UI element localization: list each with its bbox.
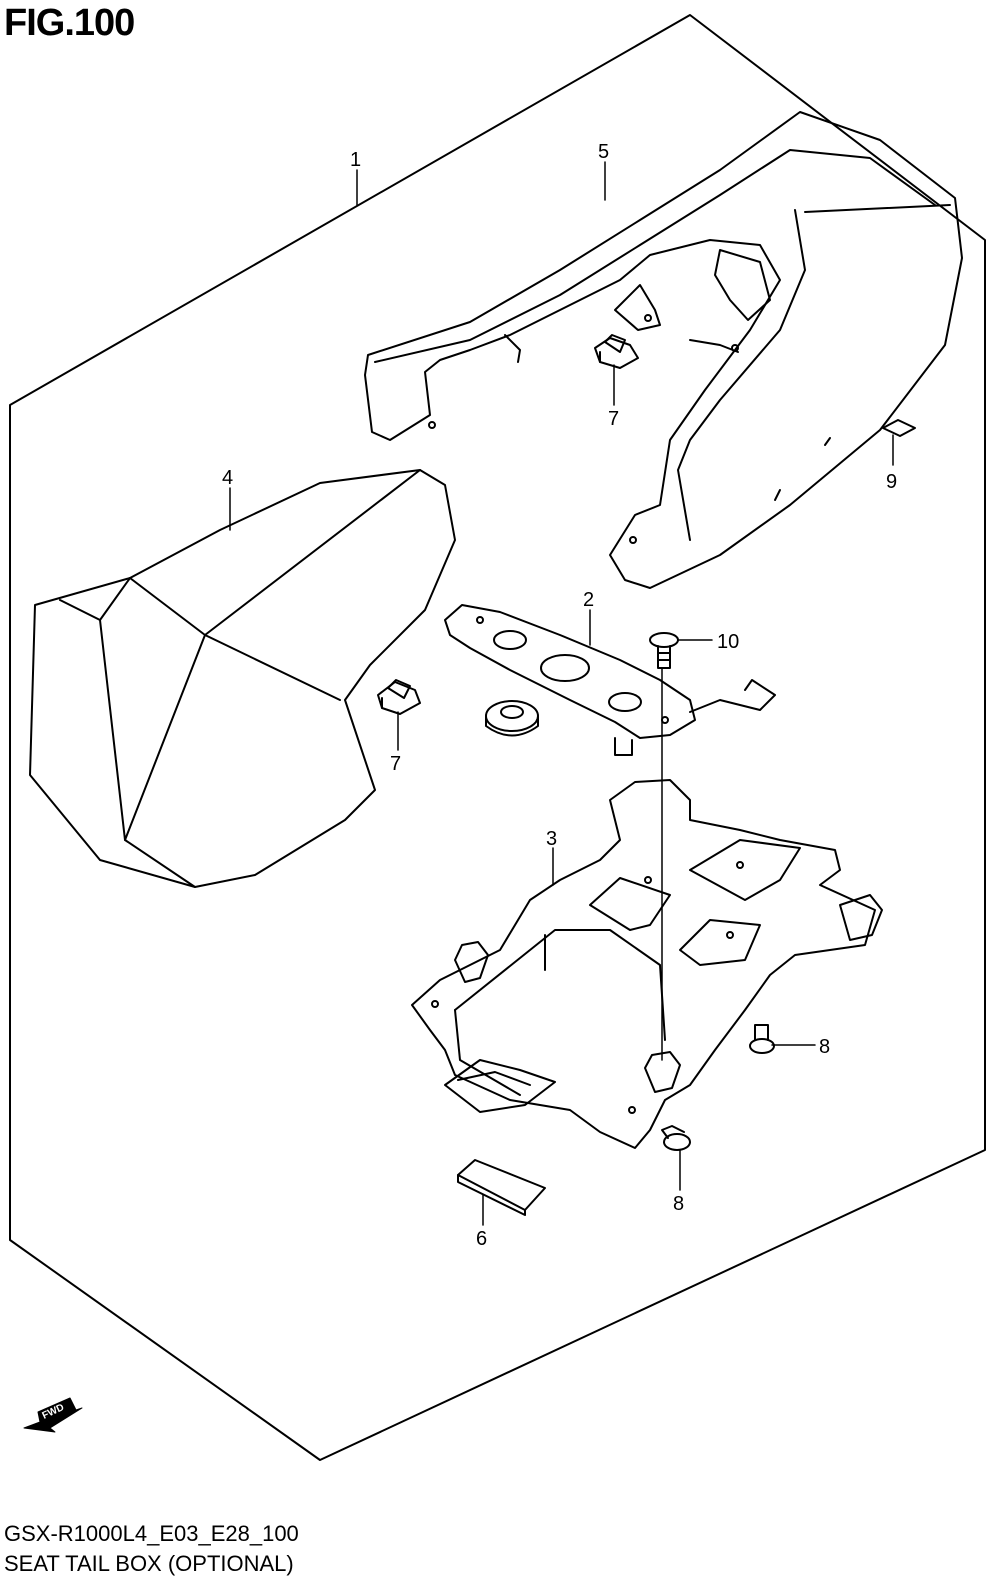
callout-7-upper: 7	[608, 408, 619, 430]
figure-title: FIG.100	[4, 2, 135, 44]
fwd-direction-badge: FWD	[23, 1397, 83, 1433]
callout-4: 4	[222, 467, 233, 489]
assembly-boundary	[9, 14, 986, 1461]
bracket-plate-part-2[interactable]	[444, 604, 776, 756]
callout-6: 6	[476, 1228, 487, 1250]
callout-1: 1	[350, 149, 361, 171]
bolt-part-8-lower[interactable]	[661, 1125, 691, 1151]
callout-8-lower: 8	[673, 1193, 684, 1215]
seat-cover-part-4[interactable]	[29, 469, 456, 888]
pad-part-9[interactable]	[882, 419, 916, 437]
callout-8-right: 8	[819, 1036, 830, 1058]
screw-part-10[interactable]	[649, 632, 679, 669]
fwd-arrow-icon	[23, 1397, 83, 1433]
callout-10: 10	[717, 631, 739, 653]
figure-caption: SEAT TAIL BOX (OPTIONAL)	[4, 1551, 294, 1576]
clip-nut-part-7-lower[interactable]	[377, 679, 421, 715]
clip-nut-part-7-upper[interactable]	[594, 334, 639, 369]
leader-lines	[229, 161, 894, 1226]
callout-5: 5	[598, 141, 609, 163]
figure-code: GSX-R1000L4_E03_E28_100	[4, 1521, 299, 1546]
callout-2: 2	[583, 589, 594, 611]
pad-part-6[interactable]	[457, 1159, 546, 1216]
callout-7-lower: 7	[390, 753, 401, 775]
exploded-parts-diagram: 1 5 7 9 4 2 10 7 3 8 8 6 FWD	[9, 14, 986, 1461]
frame-tray-part-3[interactable]	[411, 779, 883, 1149]
tail-cowl-part-5[interactable]	[364, 111, 963, 589]
callout-3: 3	[546, 828, 557, 850]
bolt-part-8-right[interactable]	[749, 1024, 775, 1054]
grommet[interactable]	[485, 700, 539, 737]
callout-9: 9	[886, 471, 897, 493]
